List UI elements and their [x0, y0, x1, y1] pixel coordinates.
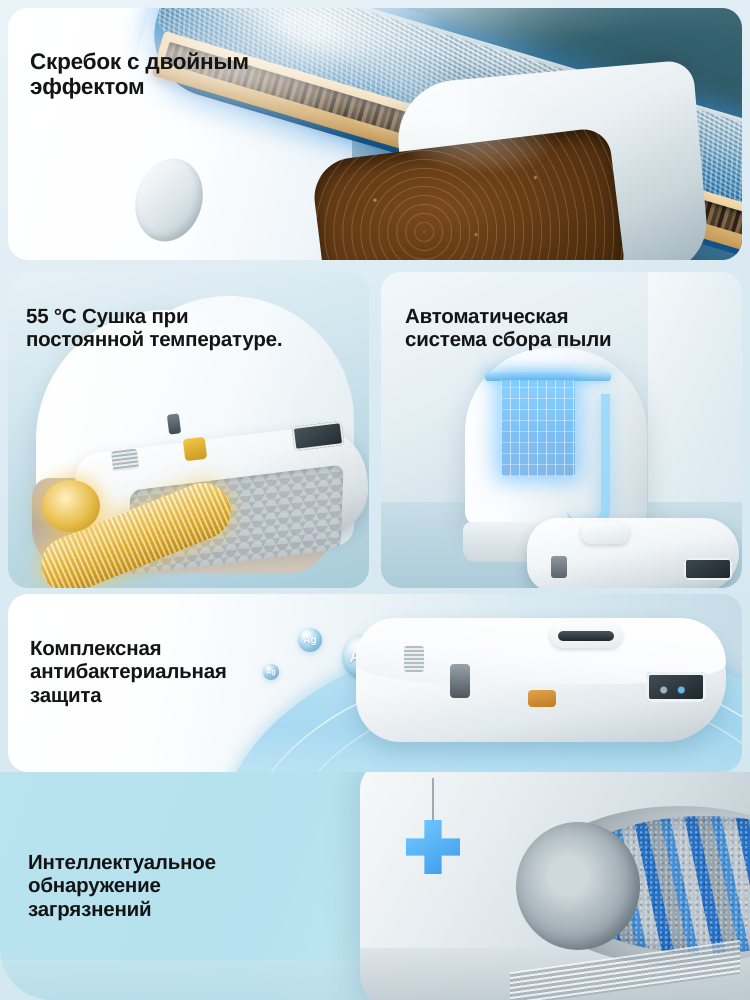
brush-hub [42, 480, 100, 532]
cleaning-head-cutaway [360, 772, 750, 1000]
panel-antibacterial-protection: Ag Ag Ag⁺ Ag Комплексная антибактериальн… [8, 594, 742, 772]
dust-bag-rail [485, 372, 611, 381]
silver-ion-bubble: Ag [298, 628, 322, 652]
panel-heading-dual-effect-scraper: Скребок с двойным эффектом [30, 48, 249, 100]
warm-air-nozzle [182, 436, 208, 462]
antibacterial-illustration: Ag Ag Ag⁺ Ag [8, 594, 742, 772]
roller-end [516, 822, 640, 950]
roller-end-cap [125, 150, 213, 250]
panel-heading-antibacterial-protection: Комплексная антибактериальная защита [30, 637, 227, 707]
suction-hose [567, 394, 610, 531]
panel-dual-effect-scraper: Скребок с двойным эффектом [8, 8, 742, 260]
air-vent [110, 448, 140, 472]
silver-ion-bubble: Ag [263, 664, 279, 680]
lidar-turret [581, 522, 629, 544]
dirt-detection-sensor-icon [406, 820, 460, 874]
panel-auto-dust-collection: Автоматическая система сбора пыли [381, 272, 742, 588]
side-slot [450, 664, 470, 698]
robot-side-slot [551, 556, 567, 578]
dirt-detection-illustration [0, 772, 750, 1000]
air-vent [404, 646, 424, 672]
panel-smart-dirt-detection: Интеллектуальное обнаружение загрязнений [0, 772, 750, 1000]
lidar-window [558, 631, 614, 641]
scraper-illustration [8, 8, 742, 260]
dust-bag-texture [501, 380, 575, 476]
robot-display [684, 558, 732, 580]
dust-collection-illustration [381, 272, 742, 588]
panel-heading-smart-dirt-detection: Интеллектуальное обнаружение загрязнений [28, 851, 216, 921]
dust-bag [501, 380, 575, 476]
dirt-sensor-chip [528, 690, 556, 707]
sensor-wire [432, 778, 434, 822]
drying-illustration [8, 272, 369, 588]
panel-heading-auto-dust-collection: Автоматическая система сбора пыли [405, 305, 612, 352]
robot-display-indicators [654, 684, 698, 696]
panel-heading-constant-temperature-drying: 55 °C Сушка при постоянной температуре. [26, 305, 283, 352]
side-slot [166, 413, 182, 435]
panel-constant-temperature-drying: 55 °C Сушка при постоянной температуре. [8, 272, 369, 588]
